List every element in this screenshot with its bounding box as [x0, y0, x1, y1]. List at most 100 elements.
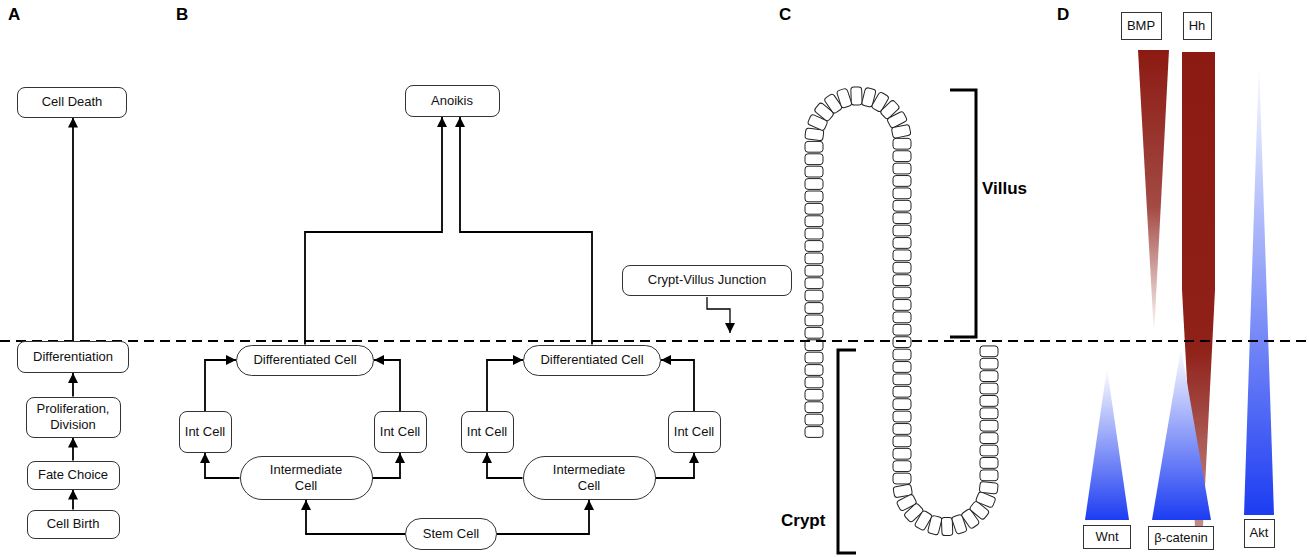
epithelial-cell: [893, 163, 911, 174]
flow-arrow: [487, 453, 523, 478]
epithelial-cell: [980, 445, 998, 456]
epithelial-cell: [805, 253, 823, 264]
flow-arrow: [72, 438, 74, 461]
epithelial-cell: [980, 470, 998, 481]
signal-box: Akt: [1244, 519, 1275, 548]
signal-box: BMP: [1121, 12, 1162, 40]
epithelial-cell: [805, 327, 823, 338]
int-cell-box: Int Cell: [179, 411, 232, 453]
epithelial-cell: [805, 179, 823, 190]
epithelial-cell: [893, 324, 911, 335]
epithelial-cell: [805, 315, 823, 326]
epithelial-cell: [893, 238, 911, 249]
epithelial-cell: [893, 473, 911, 484]
stage-box: Fate Choice: [27, 461, 120, 490]
node-text: Crypt-Villus Junction: [648, 272, 766, 288]
node-text: Intermediate Cell: [546, 462, 633, 493]
flow-arrow: [72, 373, 74, 397]
flow-arrow: [72, 490, 74, 510]
epithelial-cell: [805, 265, 823, 276]
node-text: Differentiation: [33, 349, 113, 365]
int-cell-box: Int Cell: [374, 411, 427, 453]
flow-arrow: [460, 117, 592, 345]
epithelial-cell: [893, 275, 911, 286]
node-text: Akt: [1250, 525, 1269, 541]
node-text: Int Cell: [674, 424, 714, 440]
flow-arrow: [205, 360, 236, 411]
epithelial-cell: [980, 371, 998, 382]
epithelial-cell: [893, 411, 911, 422]
epithelial-cell: [805, 241, 823, 252]
epithelial-cell: [805, 290, 823, 301]
epithelial-cell: [893, 362, 911, 373]
junction-dashed-line: [0, 340, 1309, 342]
epithelial-cell: [893, 176, 911, 187]
epithelial-cell: [805, 414, 823, 425]
epithelial-cell: [805, 365, 823, 376]
node-text: BMP: [1127, 18, 1155, 34]
epithelial-cell: [980, 458, 998, 469]
node-text: Fate Choice: [38, 467, 108, 483]
epithelial-cell: [805, 303, 823, 314]
node-text: Differentiated Cell: [540, 352, 643, 368]
epithelial-cell: [893, 151, 911, 162]
flow-arrow: [72, 118, 74, 342]
panel-label: C: [779, 6, 791, 25]
node-text: Anoikis: [431, 93, 473, 109]
panel-label: D: [1057, 6, 1069, 25]
fate-box: Anoikis: [405, 85, 500, 117]
epithelium-cells: [805, 87, 999, 536]
akt-gradient: [1244, 60, 1274, 515]
flow-arrow: [374, 360, 400, 411]
epithelial-cell: [891, 124, 911, 138]
epithelial-cell: [980, 408, 998, 419]
panel-label: B: [176, 6, 188, 25]
epithelial-cell: [893, 386, 911, 397]
epithelial-cell: [805, 278, 823, 289]
epithelial-cell: [893, 349, 911, 360]
epithelial-cell: [805, 377, 823, 388]
cell-pill: Intermediate Cell: [523, 456, 656, 500]
flow-arrow: [306, 500, 405, 534]
epithelial-cell: [805, 203, 823, 214]
int-cell-box: Int Cell: [461, 411, 514, 453]
epithelial-cell: [893, 200, 911, 211]
epithelial-cell: [893, 225, 911, 236]
epithelial-cell: [893, 287, 911, 298]
beta-catenin-gradient: [1152, 348, 1211, 520]
node-text: Differentiated Cell: [253, 352, 356, 368]
stage-box: Cell Birth: [27, 510, 120, 539]
junction-box: Crypt-Villus Junction: [622, 265, 792, 296]
epithelial-cell: [805, 402, 823, 413]
node-text: Hh: [1189, 18, 1206, 34]
panel-label: A: [8, 6, 20, 25]
epithelial-cell: [980, 383, 998, 394]
epithelial-cell: [805, 216, 823, 227]
signal-box: β-catenin: [1148, 526, 1214, 550]
epithelial-cell: [893, 448, 911, 459]
epithelial-cell: [980, 420, 998, 431]
epithelial-cell: [893, 262, 911, 273]
junction-pointer: [707, 297, 730, 333]
epithelial-cell: [893, 374, 911, 385]
epithelial-cell: [893, 213, 911, 224]
epithelial-cell: [980, 358, 998, 369]
epithelial-cell: [941, 517, 952, 535]
epithelial-cell: [805, 154, 823, 165]
signal-box: Hh: [1183, 12, 1212, 40]
epithelial-cell: [893, 424, 911, 435]
wnt-gradient: [1085, 368, 1129, 520]
stage-box: Differentiation: [17, 341, 129, 373]
epithelial-cell: [980, 433, 998, 444]
epithelial-cell: [927, 515, 942, 535]
flow-arrow: [656, 453, 695, 478]
int-cell-box: Int Cell: [668, 411, 721, 453]
crypt-bracket: [838, 350, 856, 553]
epithelial-cell: [893, 300, 911, 311]
cell-pill: Differentiated Cell: [523, 345, 661, 376]
node-text: Int Cell: [467, 424, 507, 440]
epithelial-cell: [851, 87, 862, 105]
epithelial-cell: [836, 88, 852, 108]
cell-pill: Differentiated Cell: [236, 345, 374, 376]
